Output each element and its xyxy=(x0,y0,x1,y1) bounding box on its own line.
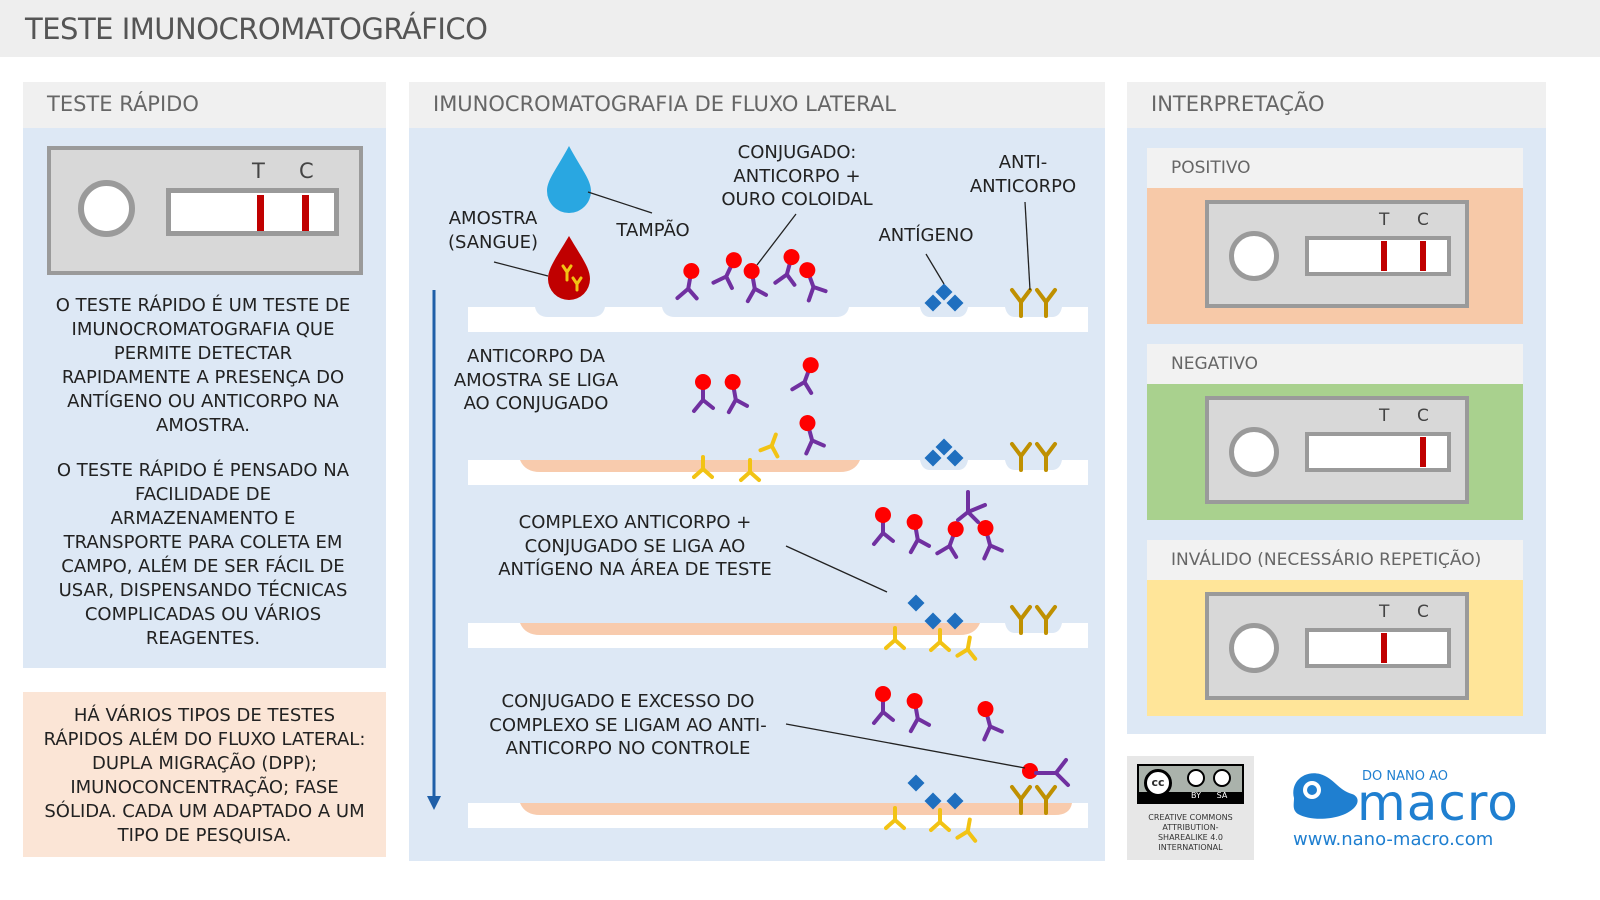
t-label: T xyxy=(1379,406,1390,426)
step-3-line-2: CONJUGADO SE LIGA AO xyxy=(524,536,746,557)
strip-1-sample-pad xyxy=(535,307,605,317)
design-paragraph: O TESTE RÁPIDO É PENSADO NA FACILIDADE D… xyxy=(56,460,350,649)
t-label: T xyxy=(1379,602,1390,622)
control-line xyxy=(1420,437,1426,467)
brand-url[interactable]: www.nano-macro.com xyxy=(1293,829,1494,850)
result-window xyxy=(1305,236,1451,276)
strip-3-flow xyxy=(520,623,980,635)
cc-line-1: CREATIVE COMMONS xyxy=(1148,813,1233,822)
control-line xyxy=(302,195,309,231)
strip-1-control-zone xyxy=(1005,307,1062,317)
license-box: cc BY SA CREATIVE COMMONS ATTRIBUTION- S… xyxy=(1127,756,1254,860)
step-4-line-3: ANTICORPO NO CONTROLE xyxy=(505,738,751,759)
negative-device: T C xyxy=(1205,396,1469,504)
label-conjugate-1: CONJUGADO: xyxy=(737,142,857,163)
cc-sa-label: SA xyxy=(1216,791,1228,800)
brand-logo-icon xyxy=(1293,773,1358,819)
cc-line-4: INTERNATIONAL xyxy=(1158,843,1223,852)
rapid-test-device: T C xyxy=(47,146,363,275)
step-4-line-2: COMPLEXO SE LIGAM AO ANTI- xyxy=(489,715,767,736)
step-2-line-2: AMOSTRA SE LIGA xyxy=(453,370,619,391)
label-anti-antibody-2: ANTICORPO xyxy=(969,176,1077,197)
label-sample-2: (SANGUE) xyxy=(447,232,539,253)
step1-conjugates xyxy=(675,245,829,304)
title-bar xyxy=(0,0,1600,57)
step-2-line-3: AO CONJUGADO xyxy=(463,393,609,414)
brand-small: DO NANO AO xyxy=(1362,769,1448,784)
sample-well xyxy=(1229,231,1279,281)
test-line xyxy=(1381,241,1387,271)
lateral-flow-diagram xyxy=(427,146,1088,843)
label-antigen: ANTÍGENO xyxy=(878,225,974,246)
cc-badge: cc BY SA xyxy=(1137,764,1244,804)
center-panel-heading: IMUNOCROMATOGRAFIA DE FLUXO LATERAL xyxy=(409,82,1105,128)
note-box: HÁ VÁRIOS TIPOS DE TESTES RÁPIDOS ALÉM D… xyxy=(23,692,386,857)
c-label: C xyxy=(1417,406,1429,426)
label-anti-antibody-1: ANTI- xyxy=(998,152,1048,173)
sample-well xyxy=(1229,623,1279,673)
c-label: C xyxy=(1417,602,1429,622)
center-panel-body xyxy=(409,128,1105,861)
cc-line-2: ATTRIBUTION- xyxy=(1162,823,1219,832)
label-sample-1: AMOSTRA xyxy=(448,208,538,229)
card-invalid-heading: INVÁLIDO (NECESSÁRIO REPETIÇÃO) xyxy=(1147,540,1523,580)
page-title: TESTE IMUNOCROMATOGRÁFICO xyxy=(25,12,488,46)
step3-complexes xyxy=(872,490,1005,661)
step-3-line-1: COMPLEXO ANTICORPO + xyxy=(518,512,752,533)
result-window xyxy=(1305,628,1451,668)
strip-1-conjugate-pad xyxy=(662,307,849,317)
brand-name: macro xyxy=(1357,774,1519,832)
flow-arrow-head xyxy=(427,796,441,810)
positive-device: T C xyxy=(1205,200,1469,308)
right-panel-heading: INTERPRETAÇÃO xyxy=(1127,82,1546,128)
step4-anti-antibodies xyxy=(1010,758,1070,815)
card-positive-heading: POSITIVO xyxy=(1147,148,1523,188)
note-text: HÁ VÁRIOS TIPOS DE TESTES RÁPIDOS ALÉM D… xyxy=(43,705,366,846)
label-conjugate-3: OURO COLOIDAL xyxy=(721,189,873,210)
card-negative: T C xyxy=(1147,384,1523,520)
left-panel-heading: TESTE RÁPIDO xyxy=(23,82,386,128)
cc-icon: cc xyxy=(1144,769,1172,797)
sa-icon xyxy=(1213,769,1231,787)
cc-line-3: SHAREALIKE 4.0 xyxy=(1157,833,1224,842)
cc-by-label: BY xyxy=(1191,791,1201,800)
invalid-device: T C xyxy=(1205,592,1469,700)
device-c-label: C xyxy=(299,159,314,183)
strip-1-test-zone xyxy=(920,307,968,317)
card-invalid: T C xyxy=(1147,580,1523,716)
intro-paragraph: O TESTE RÁPIDO É UM TESTE DE IMUNOCROMAT… xyxy=(55,295,351,436)
label-conjugate-2: ANTICORPO + xyxy=(733,166,861,187)
step-4-line-1: CONJUGADO E EXCESSO DO xyxy=(501,691,755,712)
blood-antibodies xyxy=(561,264,583,292)
buffer-drop xyxy=(547,146,591,213)
test-line xyxy=(1381,633,1387,663)
sample-well xyxy=(1229,427,1279,477)
strip-4-flow xyxy=(520,803,1072,815)
test-line xyxy=(257,195,264,231)
card-positive: T C xyxy=(1147,188,1523,324)
strip-2-flow xyxy=(520,460,860,472)
step-2-line-1: ANTICORPO DA xyxy=(467,346,605,367)
device-t-label: T xyxy=(252,159,265,183)
control-line xyxy=(1420,241,1426,271)
step-3-line-3: ANTÍGENO NA ÁREA DE TESTE xyxy=(498,559,772,580)
card-negative-heading: NEGATIVO xyxy=(1147,344,1523,384)
sample-well xyxy=(78,180,135,237)
by-icon xyxy=(1187,769,1205,787)
result-window xyxy=(1305,432,1451,472)
result-window xyxy=(166,188,339,236)
c-label: C xyxy=(1417,210,1429,230)
label-buffer: TAMPÃO xyxy=(616,220,690,241)
t-label: T xyxy=(1379,210,1390,230)
